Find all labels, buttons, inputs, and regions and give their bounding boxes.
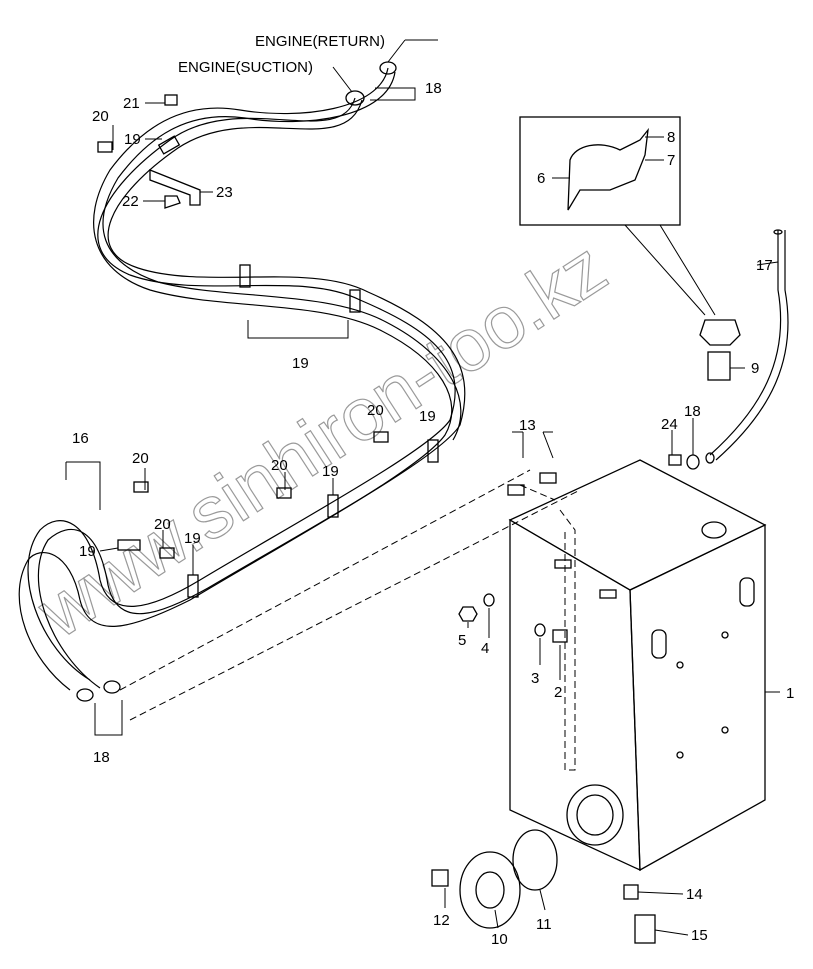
bracket-23 bbox=[149, 169, 201, 206]
label-18: 18 bbox=[684, 403, 701, 420]
label-10: 10 bbox=[491, 931, 508, 948]
label-16: 16 bbox=[72, 430, 89, 447]
callout-engine-return: ENGINE(RETURN) bbox=[255, 33, 385, 50]
label-12: 12 bbox=[433, 912, 450, 929]
fittings-13 bbox=[507, 472, 557, 496]
label-19: 19 bbox=[79, 543, 96, 560]
fuel-hoses-16 bbox=[18, 67, 466, 691]
label-19: 19 bbox=[124, 131, 141, 148]
label-19: 19 bbox=[322, 463, 339, 480]
label-24: 24 bbox=[661, 416, 678, 433]
label-18: 18 bbox=[93, 749, 110, 766]
label-20: 20 bbox=[367, 402, 384, 419]
label-9: 9 bbox=[751, 360, 759, 377]
label-14: 14 bbox=[686, 886, 703, 903]
label-13: 13 bbox=[519, 417, 536, 434]
callout-engine-suction: ENGINE(SUCTION) bbox=[178, 59, 313, 76]
label-19: 19 bbox=[184, 530, 201, 547]
label-8: 8 bbox=[667, 129, 675, 146]
label-18: 18 bbox=[425, 80, 442, 97]
label-7: 7 bbox=[667, 152, 675, 169]
watermark: www.sinhiron-too.kz bbox=[23, 225, 621, 654]
cap-detail-inset bbox=[519, 116, 716, 316]
label-22: 22 bbox=[122, 193, 139, 210]
fuel-tank-1 bbox=[508, 459, 767, 872]
routing-lines bbox=[119, 469, 581, 721]
callout-leader-lines bbox=[332, 39, 438, 101]
label-3: 3 bbox=[531, 670, 539, 687]
label-21: 21 bbox=[123, 95, 140, 112]
label-19: 19 bbox=[292, 355, 309, 372]
label-20: 20 bbox=[92, 108, 109, 125]
leader-lines bbox=[65, 102, 780, 936]
label-15: 15 bbox=[691, 927, 708, 944]
label-4: 4 bbox=[481, 640, 489, 657]
label-11: 11 bbox=[536, 916, 552, 933]
label-19: 19 bbox=[419, 408, 436, 425]
filler-cap bbox=[699, 319, 741, 381]
label-23: 23 bbox=[216, 184, 233, 201]
clips-19 bbox=[117, 135, 439, 598]
small-hardware bbox=[76, 452, 715, 944]
label-20: 20 bbox=[132, 450, 149, 467]
label-2: 2 bbox=[554, 684, 562, 701]
label-17: 17 bbox=[756, 257, 773, 274]
breather-hose-17 bbox=[709, 230, 782, 456]
label-6: 6 bbox=[537, 170, 545, 187]
bolts-20 bbox=[97, 94, 389, 559]
label-5: 5 bbox=[458, 632, 466, 649]
label-20: 20 bbox=[154, 516, 171, 533]
label-20: 20 bbox=[271, 457, 288, 474]
label-1: 1 bbox=[786, 685, 794, 702]
